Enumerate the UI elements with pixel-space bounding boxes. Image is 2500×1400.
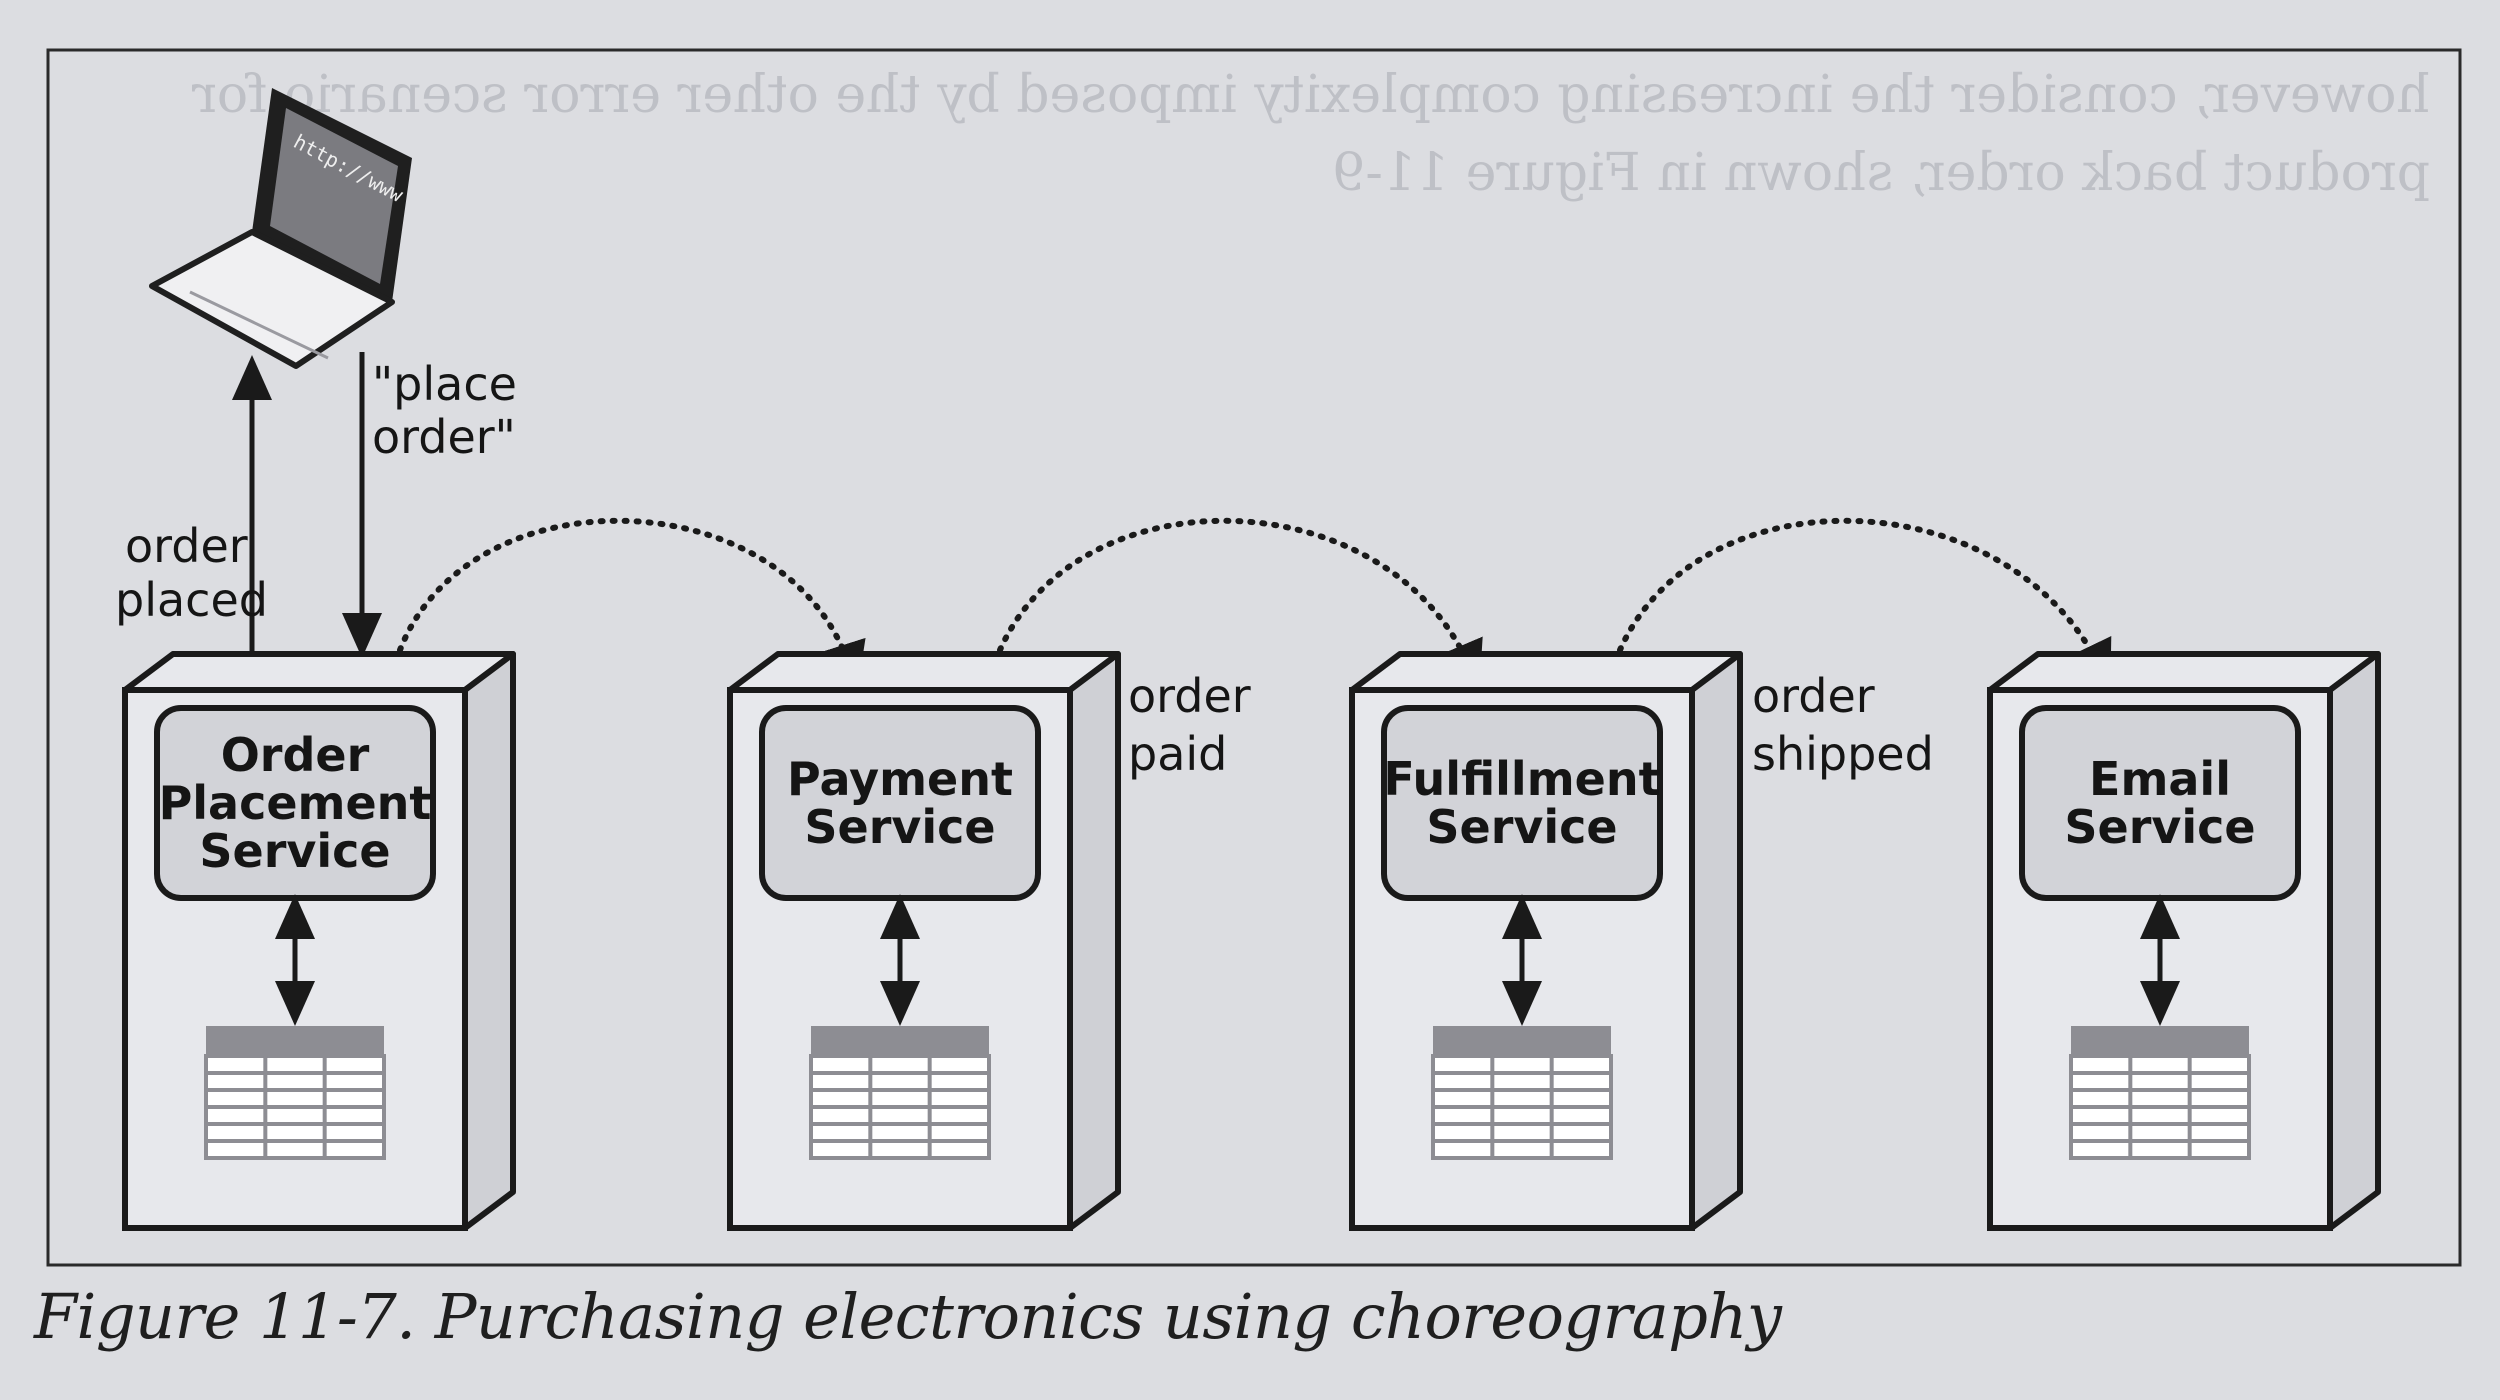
figure-frame — [46, 48, 2462, 1267]
order-placed-label-2: placed — [115, 573, 268, 627]
order-placement-database-icon — [204, 1026, 386, 1160]
choreography-arc-2 — [997, 517, 1483, 691]
choreography-arc-3 — [1617, 517, 2112, 690]
order-shipped-label-2: shipped — [1752, 727, 1934, 781]
figure-caption: Figure 11-7. Purchasing electronics usin… — [34, 1280, 1782, 1353]
order-paid-label-2: paid — [1128, 727, 1227, 781]
payment-box-side — [1067, 651, 1121, 1231]
order-placement-box-top — [122, 651, 516, 693]
order-paid-label-1: order — [1128, 669, 1251, 723]
fulfillment-box-top — [1349, 651, 1743, 693]
payment-service-name-line: Payment — [787, 752, 1013, 806]
order-placement-service-name-line: Placement — [159, 776, 432, 830]
email-box-side — [2327, 651, 2381, 1231]
services-layer: OrderPlacementServicePaymentServiceFulfi… — [122, 651, 2381, 1231]
payment-service-name-line: Service — [804, 800, 995, 854]
fulfillment-service-name-line: Fulfillment — [1383, 752, 1660, 806]
bleed-through-text: however, consider the increasing complex… — [192, 65, 2430, 203]
order-placement-service-name-line: Order — [221, 728, 370, 782]
email-service-name-line: Email — [2089, 752, 2231, 806]
place-order-label-1: "place — [372, 357, 517, 411]
fulfillment-service-name-line: Service — [1426, 800, 1617, 854]
fulfillment-box-side — [1689, 651, 1743, 1231]
order-placement-service-name-line: Service — [199, 824, 390, 878]
payment-database-icon — [809, 1026, 991, 1160]
fulfillment-database-icon — [1431, 1026, 1613, 1160]
place-order-label-2: order" — [372, 410, 516, 464]
bleed-through-line-1: however, consider the increasing complex… — [192, 65, 2430, 125]
email-database-icon — [2069, 1026, 2251, 1160]
choreography-arc-1 — [397, 517, 866, 691]
email-service-name-line: Service — [2064, 800, 2255, 854]
order-placed-label-1: order — [125, 519, 248, 573]
bleed-through-line-2: product back order, shown in Figure 11-9 — [1332, 143, 2430, 203]
order-placement-box-side — [462, 651, 516, 1231]
order-shipped-label-1: order — [1752, 669, 1875, 723]
laptop-icon: http://www — [149, 88, 412, 369]
email-box-top — [1987, 651, 2381, 693]
payment-box-top — [727, 651, 1121, 693]
